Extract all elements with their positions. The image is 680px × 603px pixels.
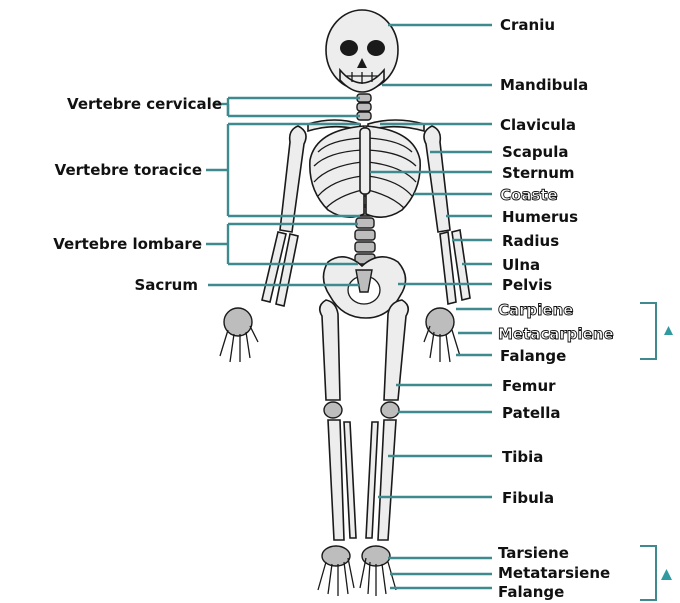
label-sacrum: Sacrum [134, 276, 198, 294]
foot-left [318, 546, 354, 596]
label-metatarsiene: Metatarsiene [498, 564, 610, 582]
label-ulna: Ulna [502, 256, 540, 274]
label-coaste: Coaste [500, 186, 558, 204]
tibia-left [328, 420, 344, 540]
eye-socket-left [340, 40, 358, 56]
label-metacarpiene: Metacarpiene [498, 325, 614, 343]
triangle-up-icon [661, 569, 672, 580]
label-sternum: Sternum [502, 164, 575, 182]
label-fibula: Fibula [502, 489, 554, 507]
sternum-bone [360, 128, 370, 194]
label-vertebre-lombare: Vertebre lombare [53, 235, 202, 253]
femur-left [320, 300, 340, 400]
label-tarsiene: Tarsiene [498, 544, 569, 562]
labels-left: Vertebre cervicale Vertebre toracice Ver… [53, 95, 222, 294]
hand-group-bracket [640, 303, 673, 359]
foot-group-bracket [640, 546, 672, 600]
triangle-up-icon [664, 326, 673, 335]
label-clavicula: Clavicula [500, 116, 576, 134]
label-patella: Patella [502, 404, 560, 422]
hand-left [220, 308, 258, 362]
label-scapula: Scapula [502, 143, 569, 161]
label-radius: Radius [502, 232, 559, 250]
tibia-right [378, 420, 396, 540]
label-vertebre-cervicale: Vertebre cervicale [67, 95, 222, 113]
label-carpiene: Carpiene [498, 301, 573, 319]
label-femur: Femur [502, 377, 556, 395]
label-falange-picior: Falange [498, 583, 564, 601]
labels-right: Craniu Mandibula Clavicula Scapula Stern… [498, 16, 614, 601]
fibula-right [366, 422, 378, 538]
fibula-left [344, 422, 356, 538]
label-humerus: Humerus [502, 208, 578, 226]
label-mandibula: Mandibula [500, 76, 588, 94]
label-craniu: Craniu [500, 16, 555, 34]
label-falange-mana: Falange [500, 347, 566, 365]
patella-left [324, 402, 342, 418]
label-vertebre-toracice: Vertebre toracice [55, 161, 202, 179]
label-tibia: Tibia [502, 448, 543, 466]
eye-socket-right [367, 40, 385, 56]
hand-right [424, 308, 460, 362]
patella-right [381, 402, 399, 418]
label-pelvis: Pelvis [502, 276, 552, 294]
